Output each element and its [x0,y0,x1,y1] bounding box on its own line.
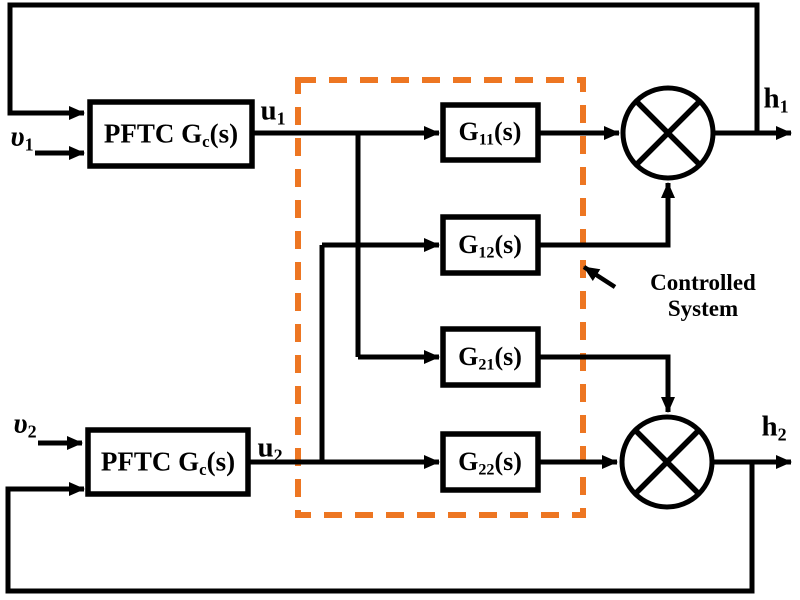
g22-suffix: (s) [494,447,522,476]
g21-suffix: (s) [494,342,522,371]
v2-signal-label: υ2 [13,407,37,442]
u2-signal-label: u2 [257,431,283,466]
g21-block [440,326,541,388]
u1-main: u [260,94,277,127]
h2-sub: 2 [777,424,787,445]
v1-signal-label: υ1 [10,120,34,155]
controlled-system-pointer-arrow [582,265,617,289]
v2-sub: 2 [27,421,37,442]
g21-prefix: G [458,342,479,371]
g12-output-wire [538,182,675,248]
u2-sub: 2 [273,445,283,466]
h2-signal-label: h2 [761,410,787,445]
h1-feedback-wire [7,2,760,133]
g22-prefix: G [458,447,479,476]
u2-main: u [257,431,274,464]
v1-sub: 1 [24,134,34,155]
v1-main: υ [10,120,25,153]
g11-block [440,102,541,163]
controlled-system-dashed-box [295,77,586,518]
summing-junction-1 [620,85,716,181]
g22-label: G22(s) [458,447,522,479]
pftc1-sub: c [202,132,210,152]
controlled-system-line1: Controlled [650,270,756,295]
g11-suffix: (s) [494,117,522,146]
g21-output-wire [538,354,675,413]
pftc2-sub: c [199,460,207,480]
pftc2-label: PFTC Gc(s) [100,446,236,480]
h1-sub: 1 [779,96,789,117]
h1-signal-label: h1 [763,82,789,117]
pftc2-block [85,427,251,497]
u1-sub: 1 [276,108,286,129]
u1-signal-label: u1 [260,94,286,129]
pftc1-prefix: PFTC G [103,118,203,149]
g11-label: G11(s) [458,117,522,149]
g22-block [440,431,541,493]
g11-prefix: G [458,117,479,146]
h2-main: h [761,410,778,443]
g21-sub: 21 [478,356,495,374]
v2-main: υ [13,407,28,440]
pftc1-suffix: (s) [209,118,239,149]
pftc2-prefix: PFTC G [100,446,200,477]
g11-sub: 11 [478,131,495,149]
controlled-system-label: Controlled System [650,270,756,322]
g12-sub: 12 [478,244,495,262]
g12-suffix: (s) [494,230,522,259]
h1-main: h [763,82,780,115]
g12-label: G12(s) [458,230,522,262]
controlled-system-line2: System [667,296,739,321]
h2-feedback-wire [5,462,755,594]
g12-block [440,214,541,276]
g22-sub: 22 [478,461,495,479]
pftc1-label: PFTC Gc(s) [103,118,239,152]
summing-junction-2 [619,414,715,510]
g21-label: G21(s) [458,342,522,374]
pftc1-block [87,99,255,169]
pftc2-suffix: (s) [206,446,236,477]
g12-prefix: G [458,230,479,259]
